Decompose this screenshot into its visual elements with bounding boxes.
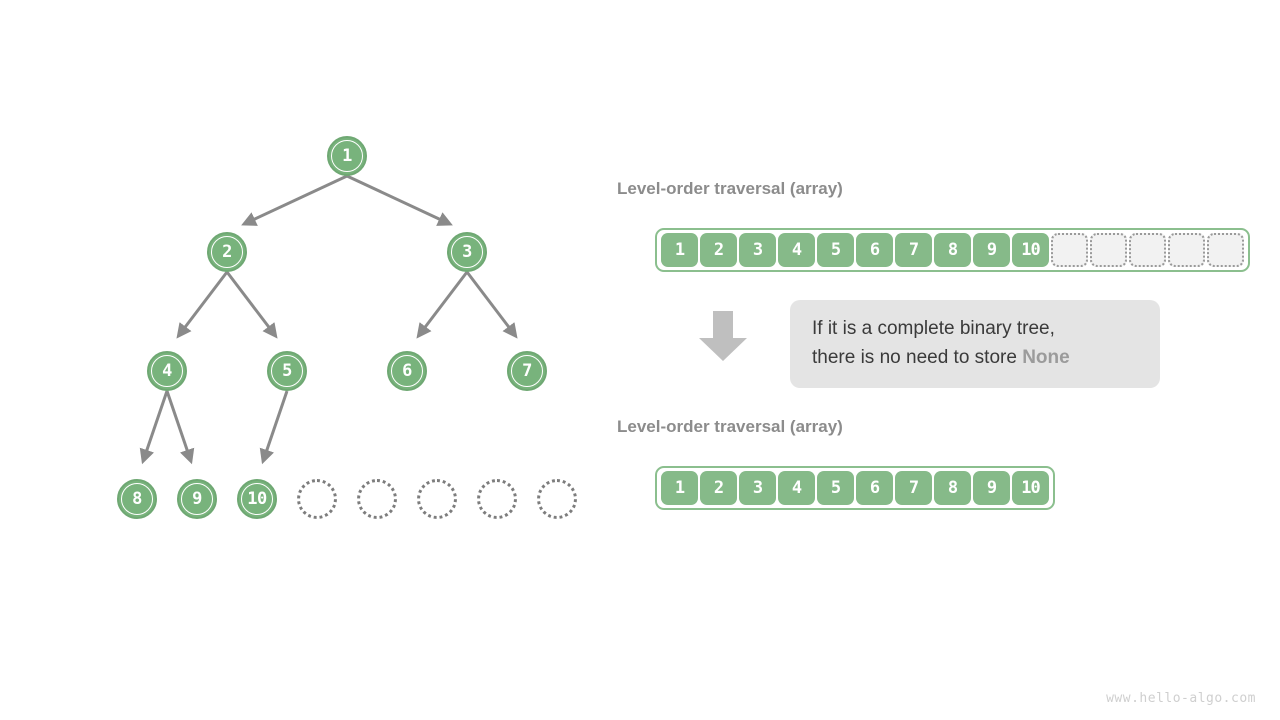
array-with-none-cell-8: 8 bbox=[934, 233, 971, 267]
array-with-none-cell-empty bbox=[1090, 233, 1127, 267]
tree-node-6: 6 bbox=[387, 351, 427, 391]
tree-edge bbox=[139, 390, 169, 465]
tree-node-9: 9 bbox=[177, 479, 217, 519]
array-compact-cell-6: 6 bbox=[856, 471, 893, 505]
callout-line-1: If it is a complete binary tree, bbox=[812, 318, 1055, 339]
array-with-none-cell-empty bbox=[1207, 233, 1244, 267]
array-compact-cell-9: 9 bbox=[973, 471, 1010, 505]
tree-node-3: 3 bbox=[447, 232, 487, 272]
tree-node-7: 7 bbox=[507, 351, 547, 391]
array-with-none-cell-4: 4 bbox=[778, 233, 815, 267]
tree-node-4: 4 bbox=[147, 351, 187, 391]
tree-node-empty bbox=[477, 479, 517, 519]
down-arrow-icon bbox=[699, 311, 747, 361]
array-with-none-cell-7: 7 bbox=[895, 233, 932, 267]
array-with-none-cell-2: 2 bbox=[700, 233, 737, 267]
tree-node-empty bbox=[537, 479, 577, 519]
tree-node-empty bbox=[417, 479, 457, 519]
tree-node-label: 7 bbox=[522, 361, 532, 381]
tree-node-label: 5 bbox=[282, 361, 292, 381]
tree-node-empty bbox=[357, 479, 397, 519]
array-compact-cell-7: 7 bbox=[895, 471, 932, 505]
tree-node-label: 10 bbox=[247, 489, 267, 509]
tree-node-label: 3 bbox=[462, 242, 472, 262]
tree-node-8: 8 bbox=[117, 479, 157, 519]
tree-edge bbox=[176, 271, 229, 339]
tree-node-1: 1 bbox=[327, 136, 367, 176]
array-compact-cell-1: 1 bbox=[661, 471, 698, 505]
edge-group bbox=[139, 174, 518, 465]
array-compact-cell-8: 8 bbox=[934, 471, 971, 505]
callout-keyword-none: None bbox=[1022, 347, 1070, 368]
array-with-none-cell-empty bbox=[1129, 233, 1166, 267]
callout-line-2-text: there is no need to store bbox=[812, 347, 1023, 368]
callout-box: If it is a complete binary tree, there i… bbox=[790, 300, 1160, 388]
array-with-none-cell-3: 3 bbox=[739, 233, 776, 267]
tree-node-2: 2 bbox=[207, 232, 247, 272]
array-compact-cell-5: 5 bbox=[817, 471, 854, 505]
array-with-none-cell-empty bbox=[1051, 233, 1088, 267]
tree-node-10: 10 bbox=[237, 479, 277, 519]
tree-edge bbox=[241, 174, 348, 226]
array-compact-heading: Level-order traversal (array) bbox=[617, 417, 843, 436]
array-with-none-cell-1: 1 bbox=[661, 233, 698, 267]
array-with-none-heading: Level-order traversal (array) bbox=[617, 179, 843, 198]
tree-node-label: 4 bbox=[162, 361, 172, 381]
tree-edges bbox=[139, 174, 518, 465]
array-compact-cell-2: 2 bbox=[700, 471, 737, 505]
callout-line-2: there is no need to store None bbox=[812, 343, 1138, 372]
tree-edge bbox=[165, 390, 195, 465]
tree-edge bbox=[225, 271, 278, 339]
tree-node-label: 6 bbox=[402, 361, 412, 381]
tree-node-empty bbox=[297, 479, 337, 519]
tree-node-label: 9 bbox=[192, 489, 202, 509]
array-compact-cell-3: 3 bbox=[739, 471, 776, 505]
array-with-none-cell-empty bbox=[1168, 233, 1205, 267]
tree-node-5: 5 bbox=[267, 351, 307, 391]
tree-edge bbox=[465, 271, 518, 339]
tree-edge bbox=[259, 390, 289, 465]
tree-node-label: 2 bbox=[222, 242, 232, 262]
array-compact-cell-10: 10 bbox=[1012, 471, 1049, 505]
array-with-none-cell-6: 6 bbox=[856, 233, 893, 267]
array-with-none-cell-9: 9 bbox=[973, 233, 1010, 267]
array-compact-cell-4: 4 bbox=[778, 471, 815, 505]
watermark: www.hello-algo.com bbox=[1106, 691, 1256, 706]
array-with-none-cell-10: 10 bbox=[1012, 233, 1049, 267]
tree-edge bbox=[416, 271, 469, 339]
tree-node-label: 1 bbox=[342, 146, 352, 166]
tree-node-label: 8 bbox=[132, 489, 142, 509]
array-with-none-cell-5: 5 bbox=[817, 233, 854, 267]
tree-edge bbox=[346, 174, 453, 226]
